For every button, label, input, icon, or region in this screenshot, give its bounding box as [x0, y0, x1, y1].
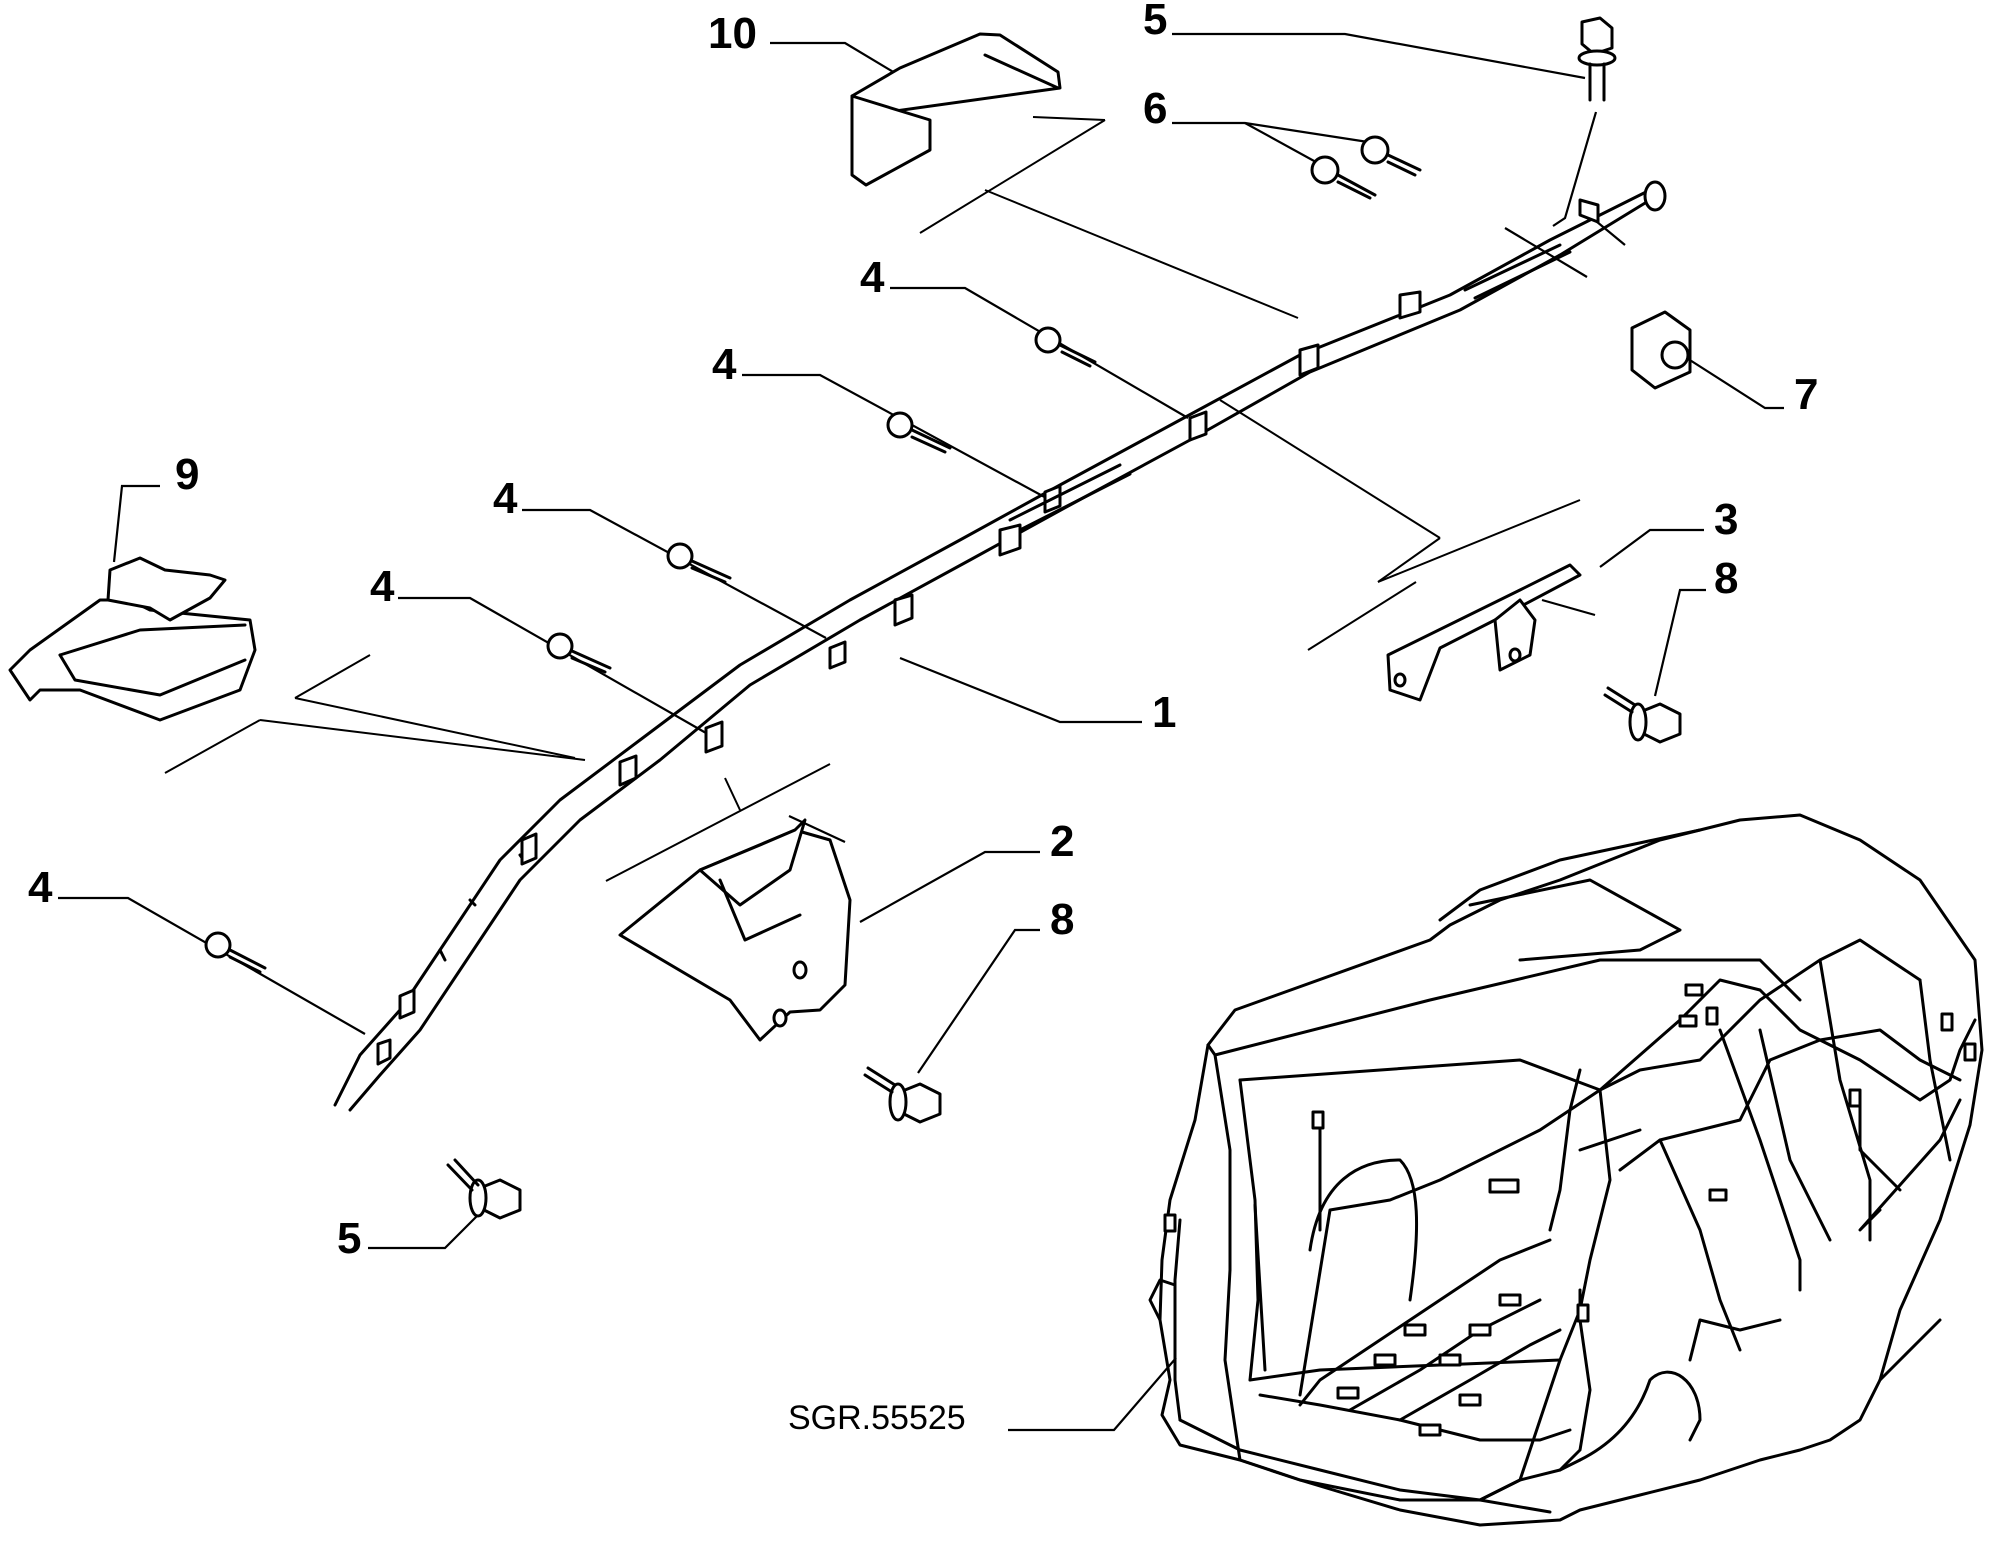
- bolt-8-right: [1603, 686, 1682, 744]
- screw-4-b: [886, 411, 952, 454]
- vehicle-body: [1148, 813, 1984, 1527]
- part-1-curtain-airbag: [333, 180, 1667, 1112]
- callout-4-a: 4: [860, 253, 885, 302]
- part-10-trim-cover: [850, 32, 1062, 187]
- part-2-bracket: [618, 818, 852, 1042]
- callout-1: 1: [1152, 688, 1176, 737]
- part-7-clip-nut: [1630, 310, 1692, 390]
- screw-4-a: [1034, 326, 1097, 368]
- callout-7: 7: [1794, 370, 1818, 419]
- callout-4-e: 4: [28, 863, 53, 912]
- screw-6-a: [1360, 135, 1422, 177]
- leader-lines: [58, 32, 1784, 1432]
- screw-4-d: [546, 632, 612, 674]
- screw-4-e: [204, 931, 267, 974]
- callout-10: 10: [708, 9, 757, 58]
- callout-8-mid: 8: [1050, 895, 1074, 944]
- callout-5-bottom: 5: [337, 1214, 361, 1263]
- callout-2: 2: [1050, 817, 1074, 866]
- bolt-8-mid: [863, 1066, 942, 1124]
- bolt-5-top: [1577, 16, 1617, 102]
- callout-6: 6: [1143, 84, 1167, 133]
- bolt-5-bottom: [446, 1158, 522, 1220]
- reference-code: SGR.55525: [788, 1399, 966, 1437]
- callout-4-c: 4: [493, 474, 518, 523]
- callout-8-right: 8: [1714, 554, 1738, 603]
- callout-labels: 10 5 6 4 4 7 9 4 3 8 4 1 2 4 8 5 SGR.555…: [28, 0, 1818, 1437]
- callout-3: 3: [1714, 495, 1738, 544]
- callout-5-top: 5: [1143, 0, 1167, 44]
- guide-lines: [164, 116, 1581, 882]
- screw-4-c: [666, 542, 732, 584]
- part-9-trim-cover: [8, 556, 257, 722]
- part-3-bracket: [1386, 563, 1582, 702]
- screw-6-b: [1310, 155, 1377, 200]
- callout-4-b: 4: [712, 340, 737, 389]
- callout-4-d: 4: [370, 562, 395, 611]
- callout-9: 9: [175, 450, 199, 499]
